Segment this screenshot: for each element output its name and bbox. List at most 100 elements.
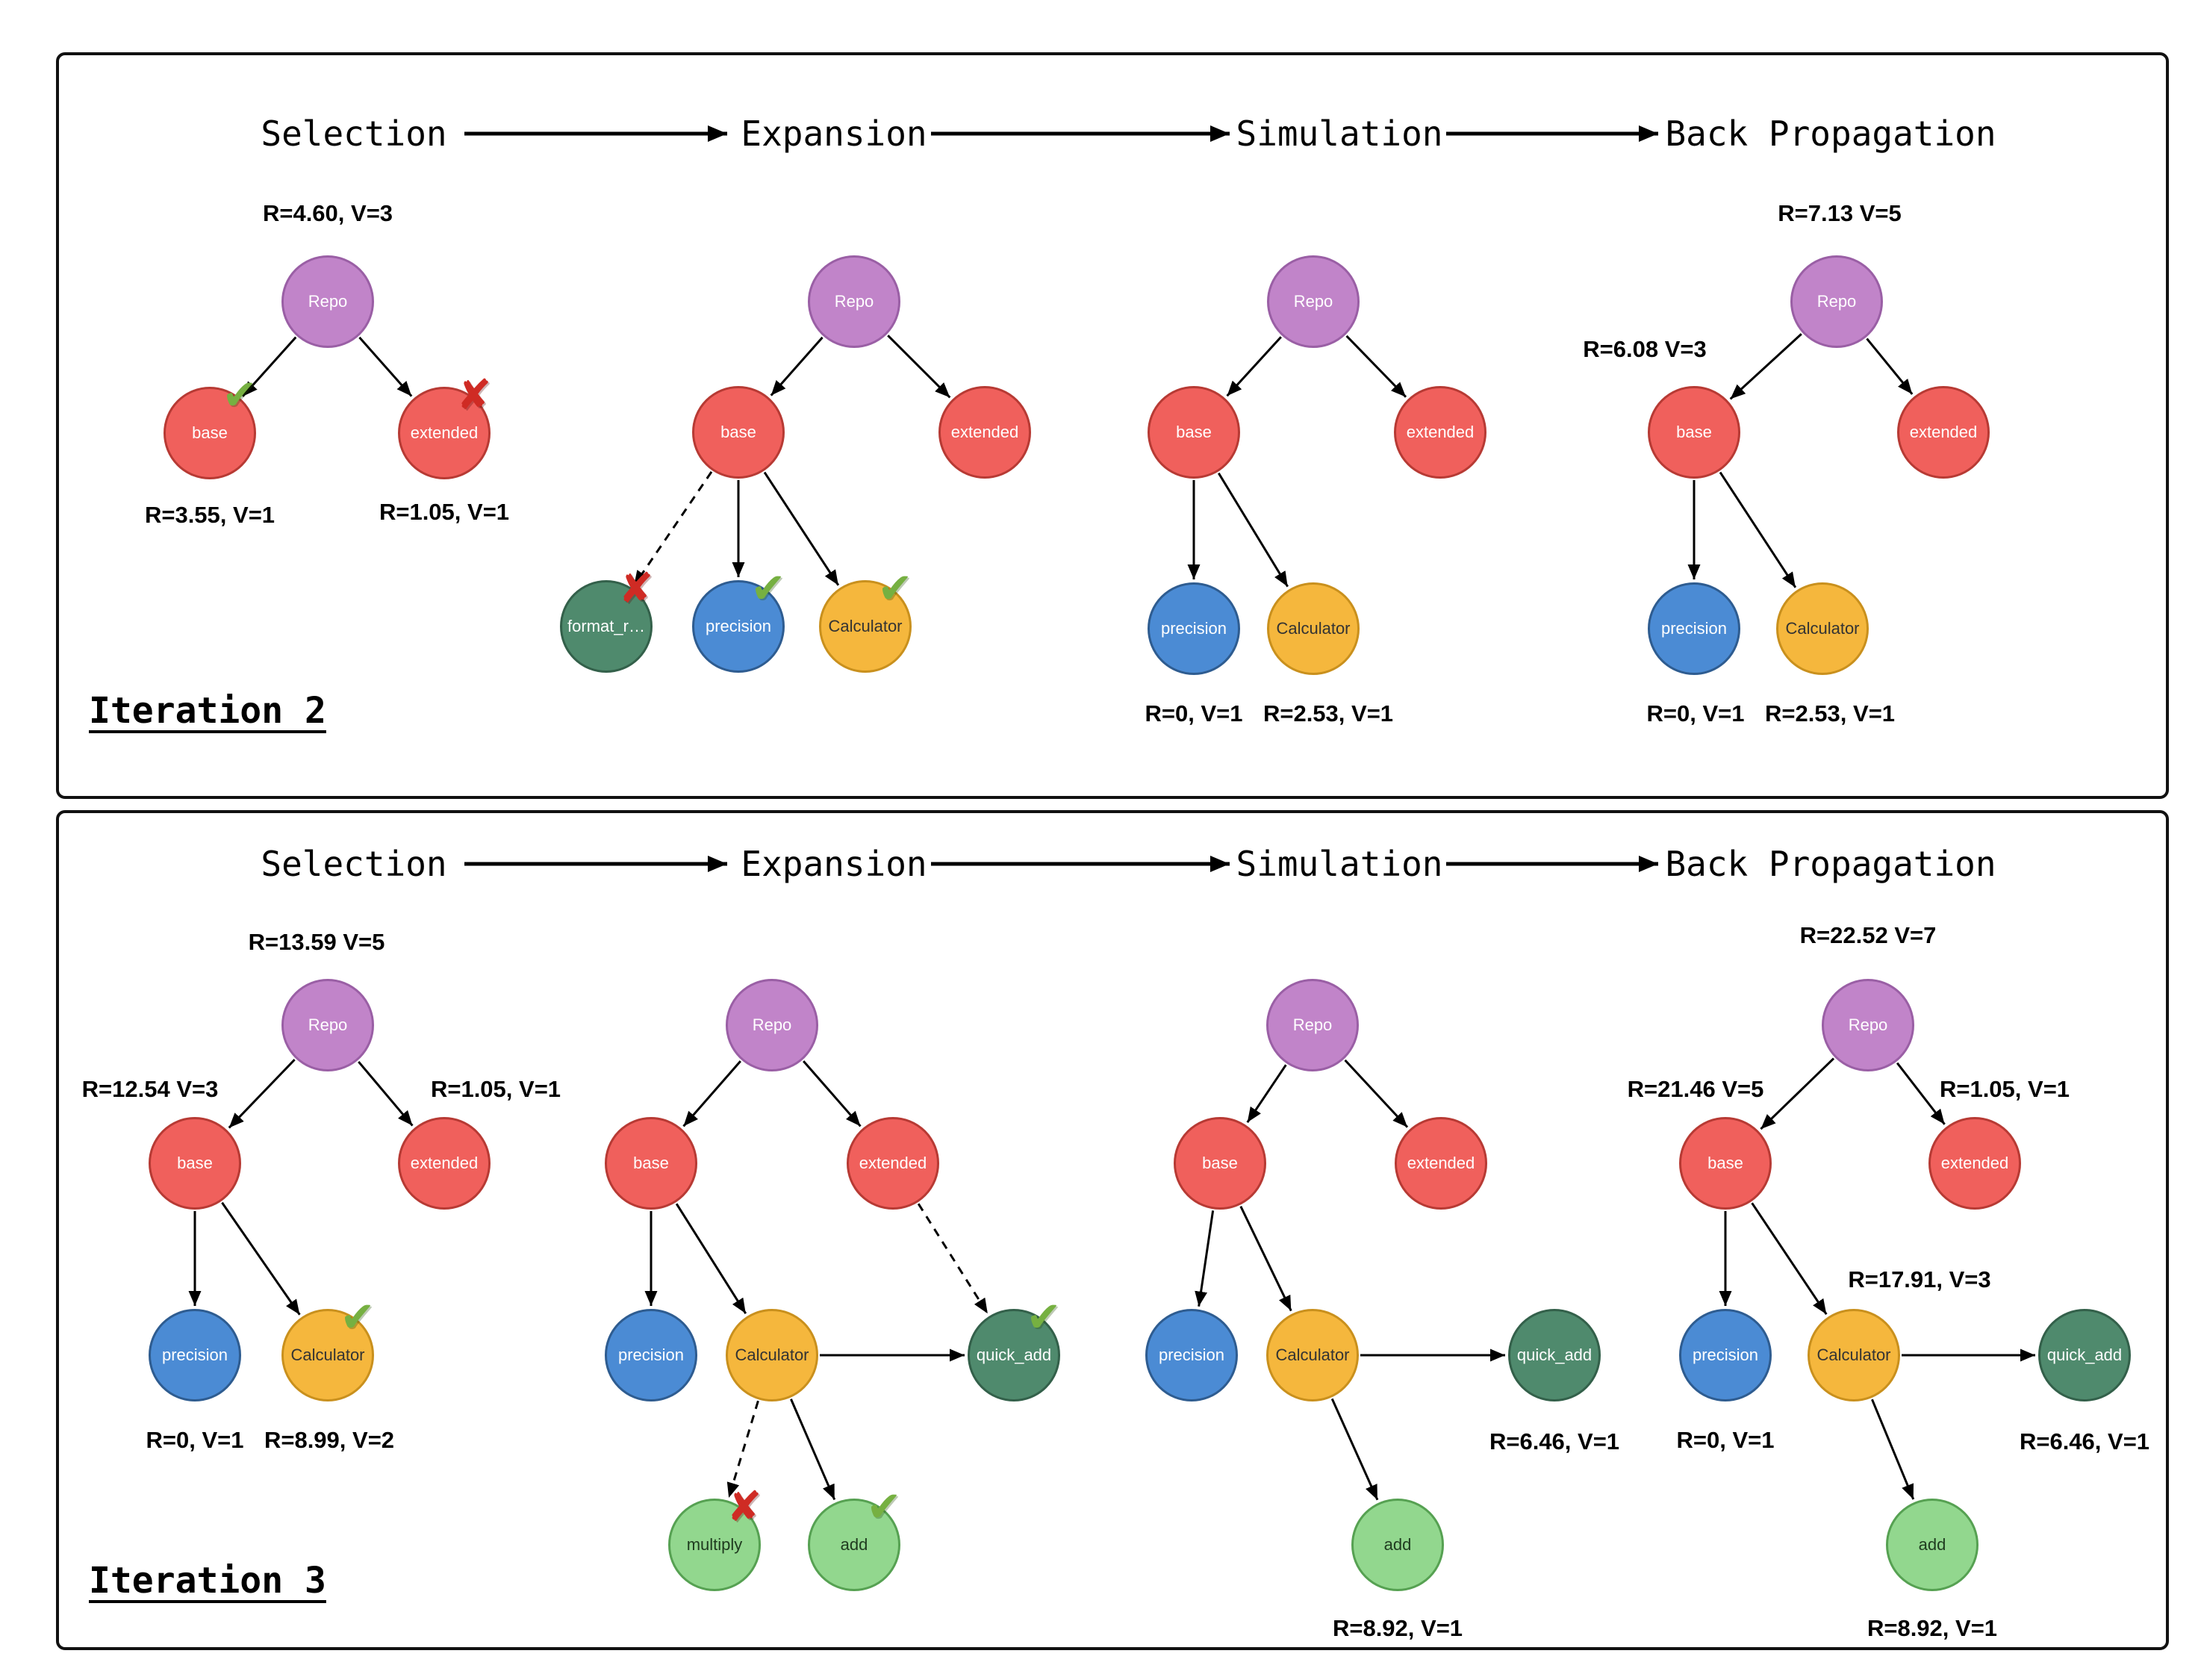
node-label: quick_add xyxy=(976,1345,1052,1365)
node-i2-simulation-calculator: Calculator xyxy=(1267,582,1360,675)
value-label-i2-backprop-base: R=6.08 V=3 xyxy=(1583,336,1707,362)
node-i3-selection-base: base xyxy=(149,1117,241,1210)
node-i3-expansion-repo: Repo xyxy=(726,979,818,1071)
check-icon: ✔ xyxy=(750,564,786,613)
value-label-i2-simulation-calculator: R=2.53, V=1 xyxy=(1263,700,1394,727)
iteration-3-panel: Selection Expansion Simulation Back Prop… xyxy=(56,810,2169,1650)
node-i3-backprop-base: base xyxy=(1679,1117,1772,1210)
edge-i3-selection-repo-extended xyxy=(358,1060,414,1127)
node-label: Repo xyxy=(308,292,348,311)
node-i3-backprop-quick_add: quick_add xyxy=(2038,1309,2131,1401)
node-label: Calculator xyxy=(1275,1345,1350,1365)
node-label: base xyxy=(720,423,756,442)
edge-i3-simulation-base-precision xyxy=(1195,1210,1215,1307)
node-i3-selection-extended: extended xyxy=(398,1117,491,1210)
node-label: extended xyxy=(1407,1154,1475,1173)
edge-i3-selection-repo-base xyxy=(228,1059,296,1129)
node-i3-backprop-extended: extended xyxy=(1928,1117,2021,1210)
edge-i3-expansion-repo-base xyxy=(682,1060,741,1127)
value-label-i3-backprop-precision: R=0, V=1 xyxy=(1676,1427,1775,1453)
node-i3-simulation-extended: extended xyxy=(1395,1117,1487,1210)
node-i3-simulation-add: add xyxy=(1351,1499,1444,1591)
phase-title-simulation: Simulation xyxy=(1236,113,1443,154)
node-label: extended xyxy=(950,423,1019,442)
node-label: Repo xyxy=(1292,1015,1333,1035)
node-label: Calculator xyxy=(1785,619,1860,638)
edge-i3-expansion-calculator-add xyxy=(790,1399,836,1501)
value-label-i3-selection-precision: R=0, V=1 xyxy=(146,1427,244,1453)
node-i2-simulation-extended: extended xyxy=(1394,386,1486,479)
node-i3-expansion-quick_add: quick_add xyxy=(968,1309,1060,1401)
node-label: Repo xyxy=(308,1015,348,1035)
check-icon: ✔ xyxy=(866,1483,902,1531)
value-label-i2-selection-base: R=3.55, V=1 xyxy=(144,502,275,528)
node-i2-expansion-calculator: Calculator xyxy=(819,580,912,673)
edge-i3-backprop-repo-base xyxy=(1760,1057,1835,1130)
edge-i2-simulation-base-calculator xyxy=(1217,472,1289,588)
value-label-i3-backprop-base: R=21.46 V=5 xyxy=(1627,1076,1764,1102)
node-i3-simulation-base: base xyxy=(1174,1117,1266,1210)
node-i2-backprop-precision: precision xyxy=(1648,582,1740,675)
node-i2-expansion-extended: extended xyxy=(938,386,1031,479)
phase-title-expansion: Expansion xyxy=(741,844,927,884)
edge-i3-simulation-repo-extended xyxy=(1344,1059,1409,1128)
node-label: Calculator xyxy=(1816,1345,1891,1365)
phase-title-selection: Selection xyxy=(261,844,447,884)
value-label-i3-backprop-repo: R=22.52 V=7 xyxy=(1799,922,1937,948)
node-i3-backprop-add: add xyxy=(1886,1499,1978,1591)
edges-layer-iteration-2 xyxy=(241,125,1914,588)
node-label: Repo xyxy=(1816,292,1857,311)
edge-i3-simulation-base-calculator xyxy=(1239,1205,1292,1312)
node-i2-selection-base: base xyxy=(164,387,256,479)
node-label: base xyxy=(633,1154,669,1173)
node-i2-expansion-format_reverse: format_r… xyxy=(560,580,653,673)
edge-i2-expansion-repo-extended xyxy=(887,335,951,399)
edge-i2-expansion-repo-base xyxy=(770,336,824,396)
node-i3-backprop-repo: Repo xyxy=(1822,979,1914,1071)
edge-i3-expansion-calculator-multiply xyxy=(726,1400,759,1499)
value-label-i3-selection-base: R=12.54 V=3 xyxy=(81,1076,219,1102)
node-i3-expansion-extended: extended xyxy=(847,1117,939,1210)
node-i3-expansion-base: base xyxy=(605,1117,697,1210)
value-label-i3-backprop-add: R=8.92, V=1 xyxy=(1867,1615,1998,1641)
node-label: extended xyxy=(410,1154,479,1173)
edge-i3-simulation-repo-base xyxy=(1246,1064,1287,1124)
node-label: base xyxy=(1176,423,1212,442)
node-i2-expansion-precision: precision xyxy=(692,580,785,673)
node-label: Calculator xyxy=(1276,619,1351,638)
node-i3-simulation-repo: Repo xyxy=(1266,979,1359,1071)
node-label: Repo xyxy=(752,1015,792,1035)
phase-title-back-propagation: Back Propagation xyxy=(1665,113,1996,154)
node-label: base xyxy=(1676,423,1712,442)
phase-title-expansion: Expansion xyxy=(741,113,927,154)
value-label-i2-selection-repo: R=4.60, V=3 xyxy=(262,200,393,226)
node-label: format_r… xyxy=(567,617,645,636)
edge-i2-simulation-repo-extended xyxy=(1345,335,1407,398)
node-label: Calculator xyxy=(828,617,903,636)
iteration-3-label: Iteration 3 xyxy=(89,1560,326,1602)
check-icon: ✔ xyxy=(222,371,258,420)
edge-i3-selection-base-calculator xyxy=(221,1201,301,1316)
node-label: Calculator xyxy=(735,1345,809,1365)
node-i3-selection-repo: Repo xyxy=(281,979,374,1071)
edge-i2-selection-repo-base xyxy=(241,336,297,397)
node-i3-expansion-calculator: Calculator xyxy=(726,1309,818,1401)
value-label-i3-backprop-calculator: R=17.91, V=3 xyxy=(1848,1266,1991,1292)
edge-i2-backprop-base-calculator xyxy=(1719,471,1797,588)
value-label-i2-backprop-precision: R=0, V=1 xyxy=(1646,700,1745,727)
phase-title-selection: Selection xyxy=(261,113,447,154)
x-icon: ✘ xyxy=(618,564,654,613)
node-label: precision xyxy=(1660,619,1728,638)
edge-i3-backprop-repo-extended xyxy=(1896,1062,1946,1125)
x-icon: ✘ xyxy=(726,1483,762,1531)
node-i2-backprop-base: base xyxy=(1648,386,1740,479)
node-label: quick_add xyxy=(1516,1345,1593,1365)
iteration-2-label: Iteration 2 xyxy=(89,690,326,732)
edge-i3-expansion-extended-quick_add xyxy=(917,1203,989,1314)
node-i3-selection-calculator: Calculator xyxy=(281,1309,374,1401)
phase-title-simulation: Simulation xyxy=(1236,844,1443,884)
edge-i3-backprop-base-calculator xyxy=(1751,1202,1828,1315)
value-label-i2-selection-extended: R=1.05, V=1 xyxy=(379,499,510,525)
node-label: precision xyxy=(617,1345,685,1365)
